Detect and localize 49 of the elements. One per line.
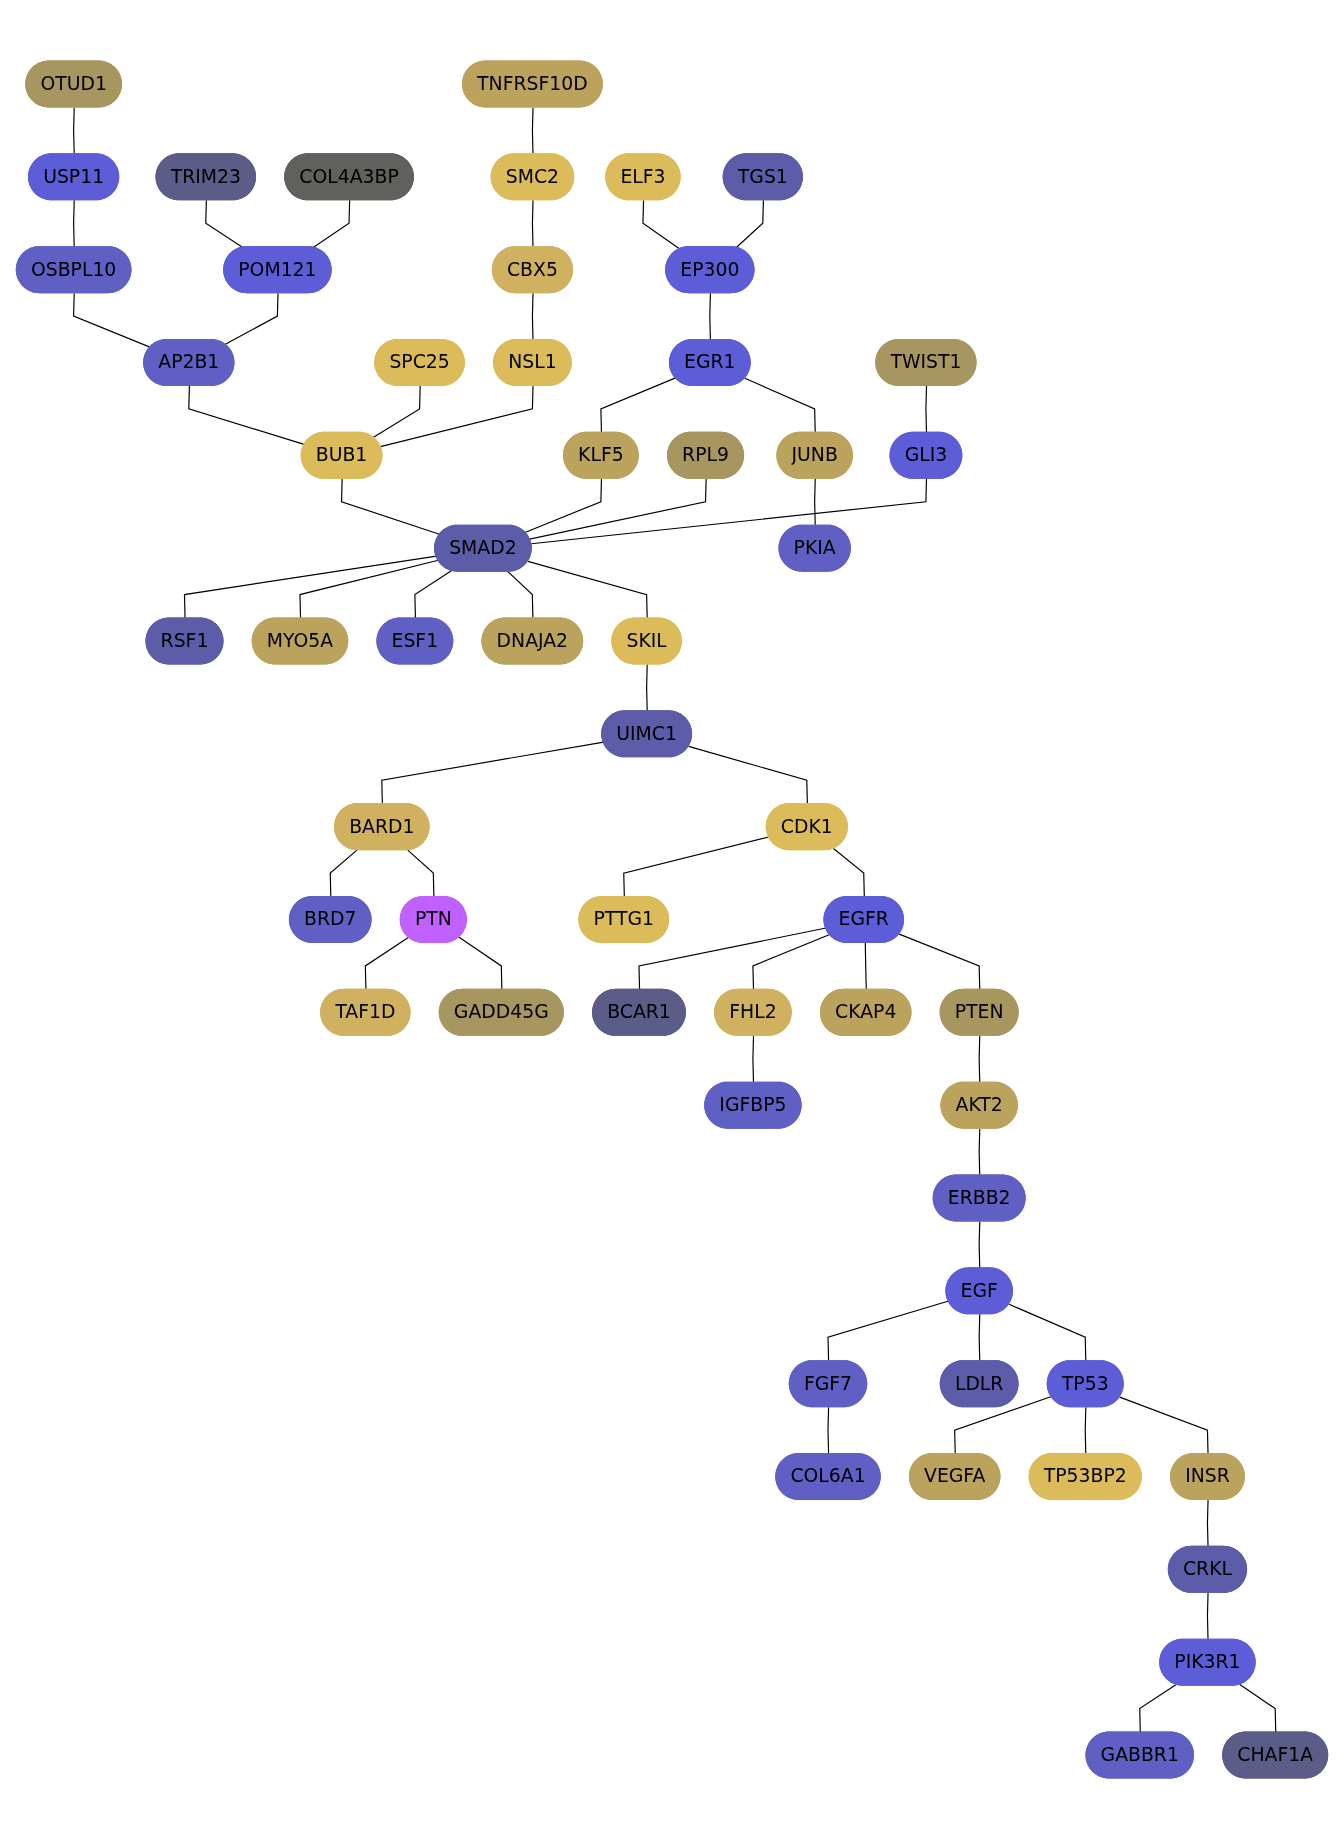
connector — [312, 199, 351, 249]
connector — [188, 385, 306, 446]
connector — [1206, 1592, 1209, 1641]
connector — [688, 745, 808, 805]
connector — [531, 292, 534, 341]
connector — [381, 741, 605, 805]
connector — [372, 385, 421, 439]
connector — [864, 942, 867, 991]
connector — [205, 199, 244, 249]
connector — [531, 199, 534, 248]
connector — [1206, 1499, 1209, 1548]
connector — [744, 377, 816, 434]
connector — [752, 933, 831, 991]
connector — [224, 292, 279, 346]
connector — [507, 571, 534, 620]
connector — [379, 385, 534, 448]
connector — [978, 1313, 981, 1362]
connector — [527, 560, 648, 620]
connector — [329, 849, 358, 898]
connector — [709, 292, 711, 341]
connector — [1239, 1684, 1277, 1734]
connector — [623, 836, 770, 898]
connector — [978, 1035, 981, 1084]
connector — [183, 555, 437, 620]
connector — [954, 1395, 1053, 1455]
connector — [814, 478, 816, 527]
connector — [638, 927, 827, 991]
connector — [73, 292, 152, 348]
connector — [458, 936, 503, 991]
connector — [364, 936, 410, 991]
connector — [1139, 1684, 1177, 1734]
connector — [530, 478, 928, 545]
connector — [1119, 1396, 1209, 1455]
connector — [414, 570, 452, 620]
connector — [524, 478, 603, 534]
connector — [529, 478, 707, 540]
connector — [735, 199, 764, 249]
connector — [925, 385, 928, 434]
connector — [827, 1406, 830, 1455]
connector — [642, 199, 681, 250]
connector — [407, 849, 435, 898]
connector — [299, 559, 439, 620]
connector — [752, 1035, 755, 1084]
connector — [978, 1128, 981, 1177]
connector — [1008, 1303, 1087, 1362]
connector — [1084, 1406, 1087, 1455]
connector — [73, 199, 75, 248]
connector — [898, 933, 981, 991]
connector — [832, 847, 865, 898]
